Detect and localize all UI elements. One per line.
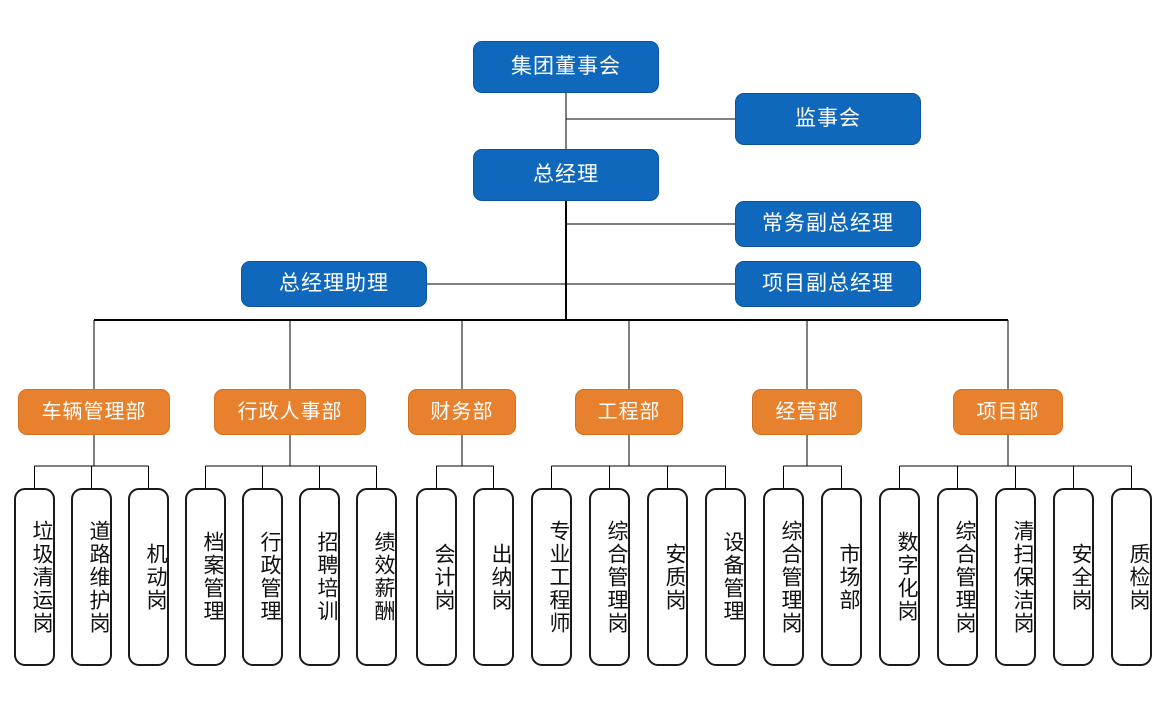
node-position-4[interactable]: 行政管理 [242, 488, 283, 666]
node-position-18[interactable]: 安全岗 [1053, 488, 1094, 666]
node-gm-assistant[interactable]: 总经理助理 [241, 261, 427, 307]
node-position-7[interactable]: 会计岗 [416, 488, 457, 666]
node-position-0[interactable]: 垃圾清运岗 [14, 488, 55, 666]
node-position-13[interactable]: 综合管理岗 [763, 488, 804, 666]
node-position-8[interactable]: 出纳岗 [473, 488, 514, 666]
node-position-6[interactable]: 绩效薪酬 [356, 488, 397, 666]
node-department-4[interactable]: 经营部 [752, 389, 862, 435]
node-position-17[interactable]: 清扫保洁岗 [995, 488, 1036, 666]
node-position-14[interactable]: 市场部 [821, 488, 862, 666]
node-group-board[interactable]: 集团董事会 [473, 41, 659, 93]
node-position-1[interactable]: 道路维护岗 [71, 488, 112, 666]
node-department-1[interactable]: 行政人事部 [214, 389, 366, 435]
node-general-manager[interactable]: 总经理 [473, 149, 659, 201]
node-position-15[interactable]: 数字化岗 [879, 488, 920, 666]
node-department-0[interactable]: 车辆管理部 [18, 389, 170, 435]
node-position-11[interactable]: 安质岗 [647, 488, 688, 666]
node-position-3[interactable]: 档案管理 [185, 488, 226, 666]
node-position-10[interactable]: 综合管理岗 [589, 488, 630, 666]
node-position-5[interactable]: 招聘培训 [299, 488, 340, 666]
node-position-16[interactable]: 综合管理岗 [937, 488, 978, 666]
node-position-12[interactable]: 设备管理 [705, 488, 746, 666]
node-position-2[interactable]: 机动岗 [128, 488, 169, 666]
node-position-19[interactable]: 质检岗 [1111, 488, 1152, 666]
node-position-9[interactable]: 专业工程师 [531, 488, 572, 666]
node-project-deputy-gm[interactable]: 项目副总经理 [735, 261, 921, 307]
node-department-5[interactable]: 项目部 [953, 389, 1063, 435]
node-department-3[interactable]: 工程部 [575, 389, 683, 435]
node-department-2[interactable]: 财务部 [408, 389, 516, 435]
node-supervisory-board[interactable]: 监事会 [735, 93, 921, 145]
node-executive-deputy-gm[interactable]: 常务副总经理 [735, 201, 921, 247]
